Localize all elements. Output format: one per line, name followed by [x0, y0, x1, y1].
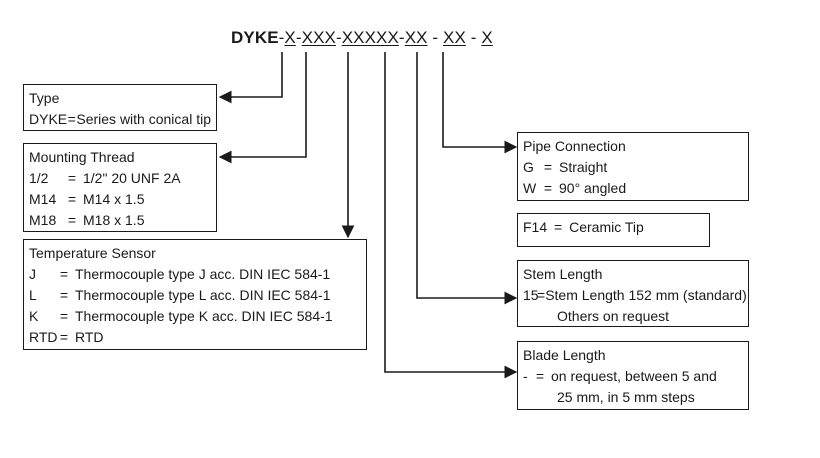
pipe-connection-row-sep: =: [543, 159, 553, 175]
temperature-sensor-row-value: RTD: [75, 329, 104, 345]
code-segment-stem-length: XX: [443, 28, 466, 47]
ordering-code: DYKE-X-XXX-XXXXX-XX - XX - X: [231, 28, 493, 47]
blade-length-box: Blade Length - = on request, between 5 a…: [517, 341, 749, 410]
type-row: DYKE = Series with conical tip: [29, 109, 211, 130]
temperature-sensor-row: L = Thermocouple type L acc. DIN IEC 584…: [29, 285, 361, 306]
mounting-thread-row: 1/2 = 1/2" 20 UNF 2A: [29, 168, 211, 189]
type-box-title: Type: [29, 90, 60, 106]
mounting-thread-row-sep: =: [67, 212, 77, 228]
stem-length-row-sep: =: [537, 287, 546, 303]
pipe-connection-row-key: W: [523, 180, 537, 196]
tip-row-key: F14: [523, 219, 548, 235]
pipe-connection-row-key: G: [523, 159, 534, 175]
stem-length-row-key: 15: [523, 287, 539, 303]
pipe-connection-row: W = 90° angled: [523, 178, 743, 199]
code-segment-blade-length: XX: [404, 28, 428, 47]
ordering-code-brand: DYKE: [231, 28, 279, 47]
pipe-connection-box: Pipe Connection G = Straight W = 90° ang…: [517, 132, 749, 201]
pipe-connection-connector-arrow: [442, 52, 518, 154]
pipe-connection-row-sep: =: [543, 180, 553, 196]
temperature-sensor-row: K = Thermocouple type K acc. DIN IEC 584…: [29, 306, 361, 327]
blade-length-row-sep: =: [535, 368, 545, 384]
blade-length-row-value: on request, between 5 and: [551, 368, 717, 384]
type-row-key: DYKE: [29, 111, 68, 127]
mounting-thread-row-sep: =: [67, 191, 77, 207]
temperature-sensor-row-key: L: [29, 287, 37, 303]
stem-length-box-title: Stem Length: [523, 266, 603, 282]
mounting-thread-row-key: M14: [29, 191, 57, 207]
code-segment-pipe-connection: X: [481, 28, 493, 47]
mounting-thread-row: M18 = M18 x 1.5: [29, 210, 211, 231]
type-row-value: Series with conical tip: [76, 111, 211, 127]
temperature-sensor-row-sep: =: [59, 266, 69, 282]
stem-length-row-value: Stem Length 152 mm (standard): [545, 287, 747, 303]
temperature-sensor-box-title: Temperature Sensor: [29, 245, 156, 261]
mounting-thread-row-value: 1/2" 20 UNF 2A: [83, 170, 181, 186]
mounting-thread-row-sep: =: [67, 170, 77, 186]
temperature-sensor-row-value: Thermocouple type K acc. DIN IEC 584-1: [75, 308, 333, 324]
stem-length-box: Stem Length 15 = Stem Length 152 mm (sta…: [517, 260, 749, 327]
mounting-thread-row: M14 = M14 x 1.5: [29, 189, 211, 210]
temperature-sensor-row: J = Thermocouple type J acc. DIN IEC 584…: [29, 264, 361, 285]
temperature-sensor-box: Temperature Sensor J = Thermocouple type…: [23, 239, 367, 350]
tip-row-sep: =: [554, 219, 563, 235]
pipe-connection-row: G = Straight: [523, 157, 743, 178]
mounting-thread-connector-arrow: [218, 52, 307, 164]
code-segment-temperature-sensor: XXXXX: [341, 28, 399, 47]
mounting-thread-row-value: M14 x 1.5: [83, 191, 145, 207]
mounting-thread-row-value: M18 x 1.5: [83, 212, 145, 228]
temperature-sensor-row-sep: =: [59, 287, 69, 303]
temperature-sensor-row: RTD = RTD: [29, 327, 361, 348]
type-connector-arrow: [218, 52, 283, 104]
stem-length-connector-arrow: [416, 52, 518, 305]
blade-length-row-key: -: [523, 368, 528, 384]
stem-length-row: 15 = Stem Length 152 mm (standard): [523, 285, 747, 306]
temperature-sensor-row-key: J: [29, 266, 36, 282]
mounting-thread-box-title: Mounting Thread: [29, 149, 135, 165]
pipe-connection-row-value: Straight: [559, 159, 608, 175]
blade-length-row: - = on request, between 5 and: [523, 366, 743, 387]
mounting-thread-row-key: 1/2: [29, 170, 49, 186]
code-segment-type: X: [284, 28, 296, 47]
temperature-sensor-row-sep: =: [59, 308, 69, 324]
mounting-thread-row-key: M18: [29, 212, 57, 228]
type-row-sep: =: [67, 111, 76, 127]
blade-length-connector-arrow: [384, 52, 518, 379]
type-box: Type DYKE = Series with conical tip: [23, 84, 217, 131]
temperature-sensor-row-value: Thermocouple type J acc. DIN IEC 584-1: [75, 266, 331, 282]
tip-row: F14 = Ceramic Tip: [523, 217, 704, 238]
temperature-sensor-row-sep: =: [59, 329, 69, 345]
temperature-sensor-row-key: K: [29, 308, 39, 324]
tip-box: F14 = Ceramic Tip: [517, 213, 710, 247]
temperature-sensor-row-value: Thermocouple type L acc. DIN IEC 584-1: [75, 287, 331, 303]
pipe-connection-box-title: Pipe Connection: [523, 138, 626, 154]
stem-length-note: Others on request: [557, 308, 670, 324]
tip-row-value: Ceramic Tip: [569, 219, 644, 235]
code-segment-mounting-thread: XXX: [301, 28, 336, 47]
mounting-thread-box: Mounting Thread 1/2 = 1/2" 20 UNF 2A M14…: [23, 143, 217, 232]
temperature-sensor-row-key: RTD: [29, 329, 58, 345]
blade-length-note: 25 mm, in 5 mm steps: [557, 389, 695, 405]
blade-length-box-title: Blade Length: [523, 347, 606, 363]
pipe-connection-row-value: 90° angled: [559, 180, 627, 196]
